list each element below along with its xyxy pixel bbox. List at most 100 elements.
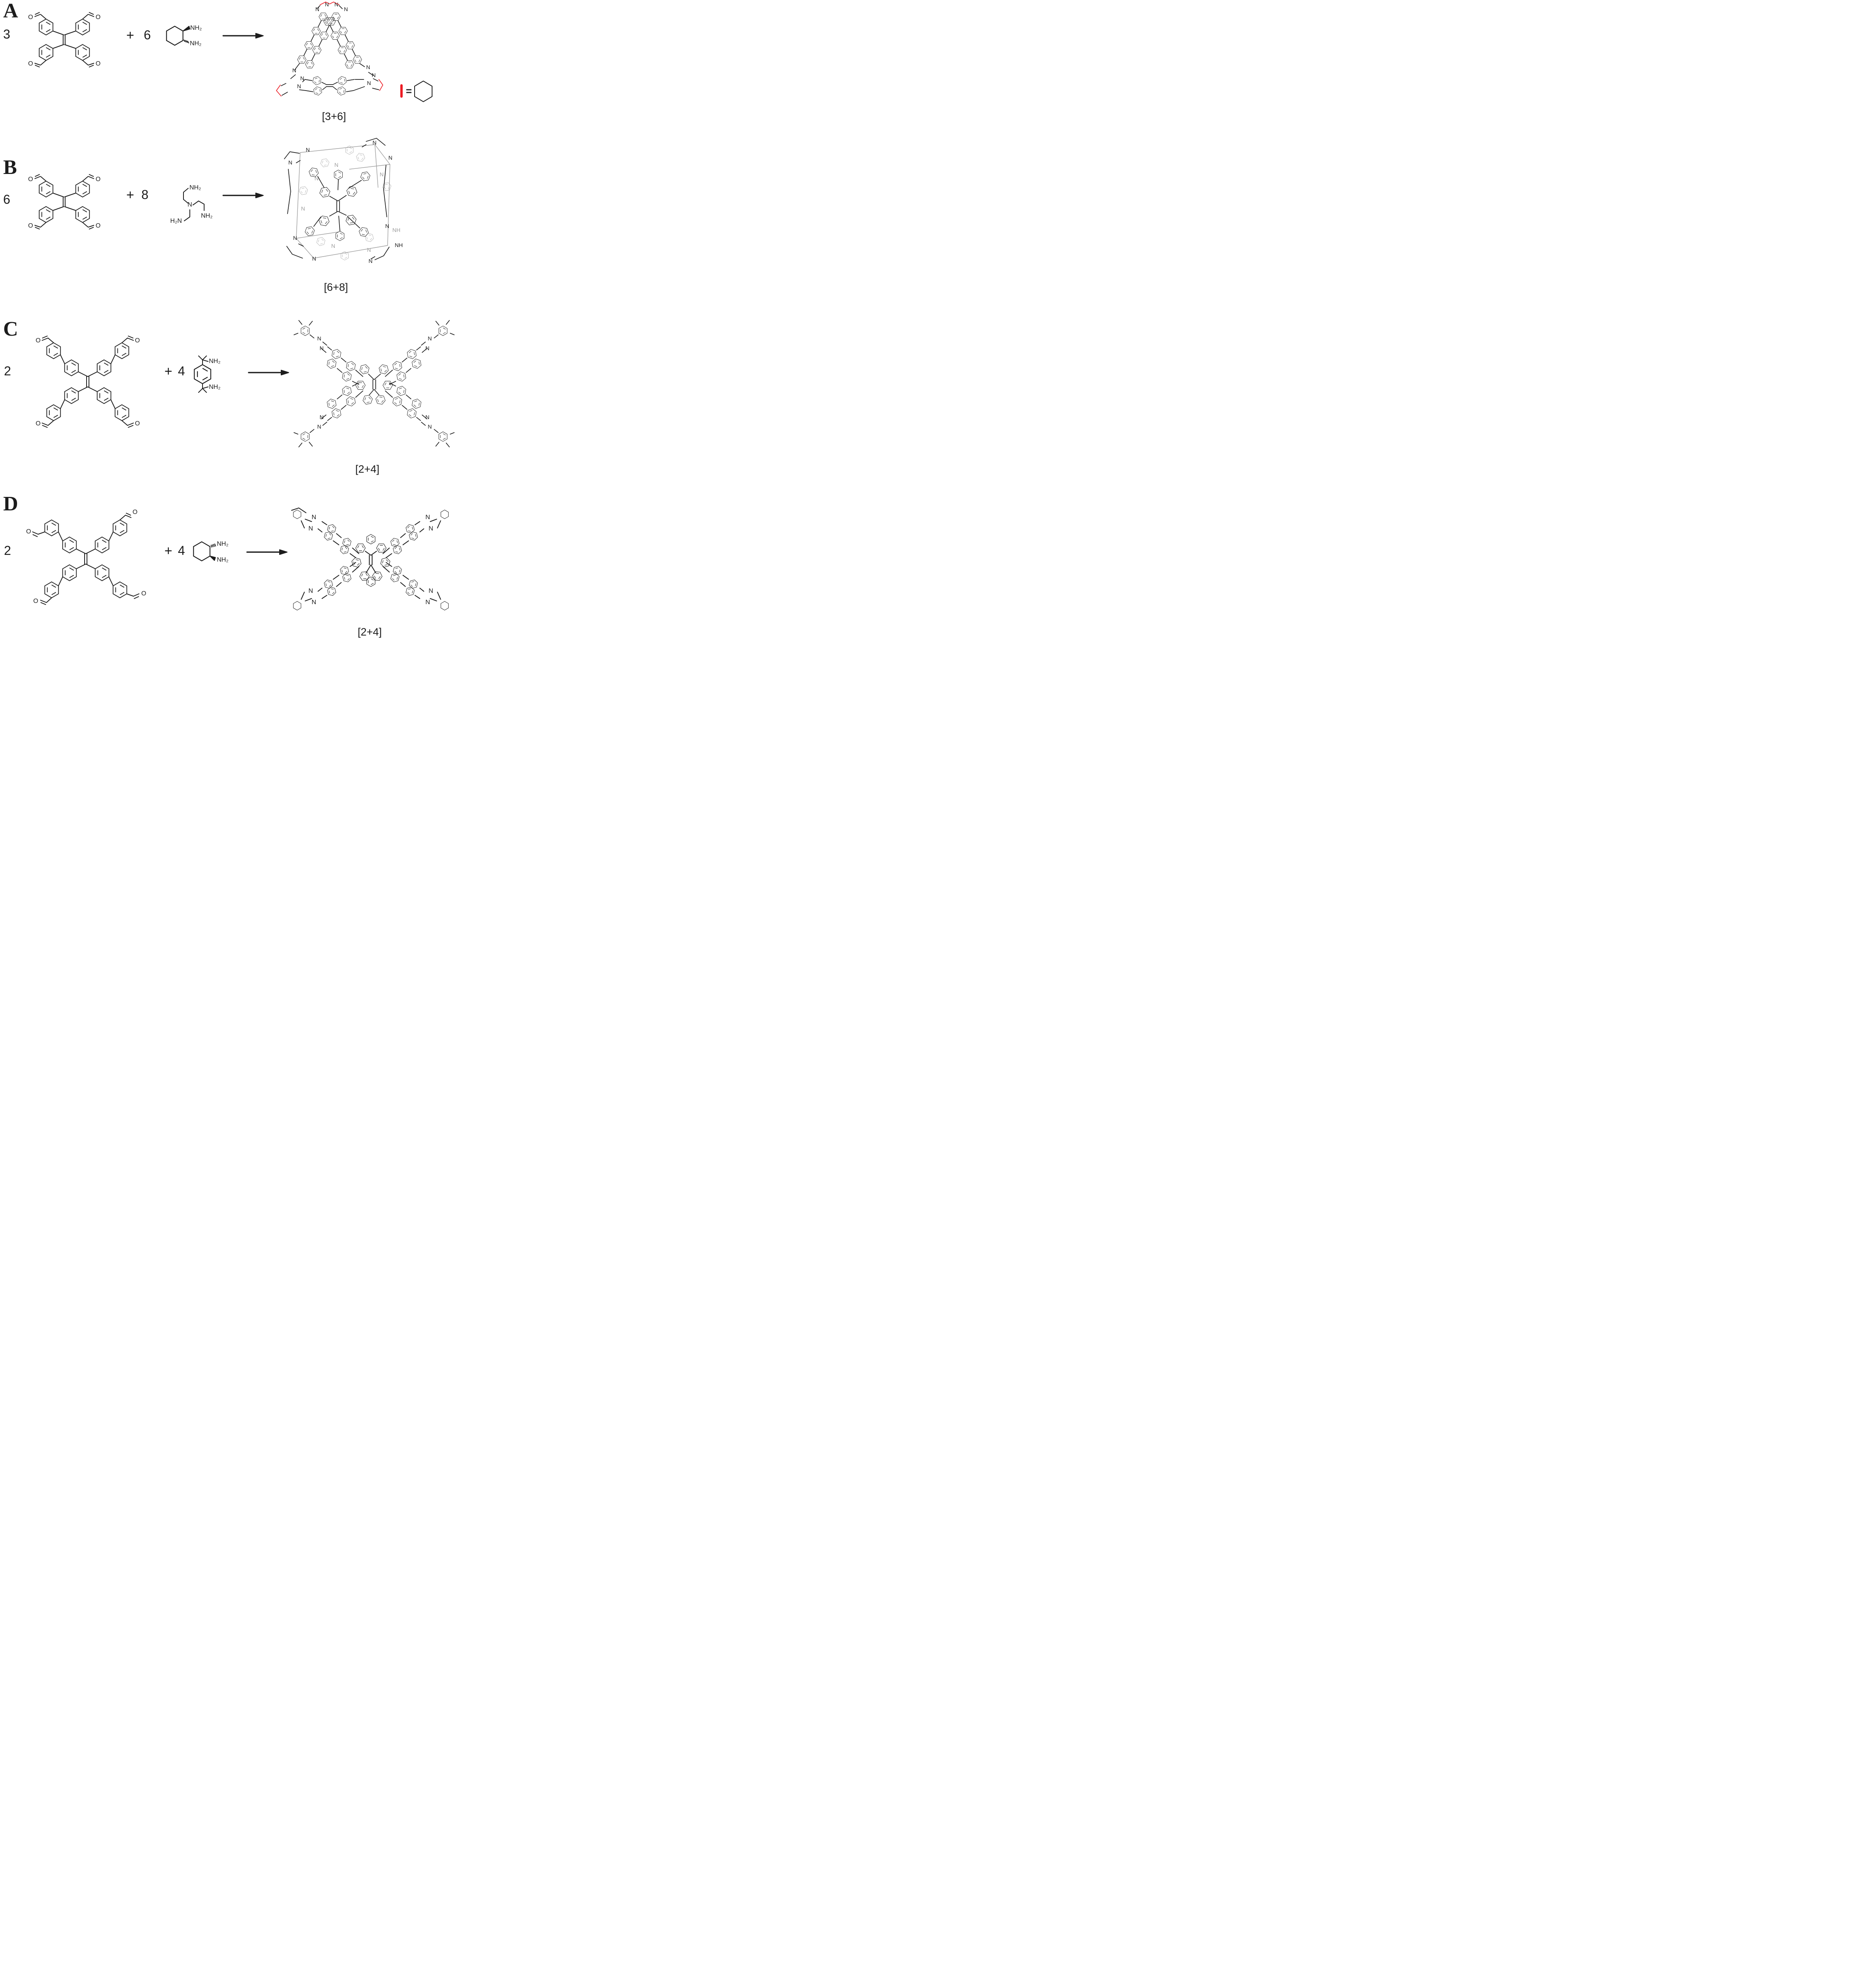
oxygen-label: O: [36, 420, 41, 427]
n-label: N: [385, 223, 389, 229]
hash-bond: [210, 543, 216, 548]
nh2-label: NH₂: [209, 384, 220, 390]
n-label: N: [312, 514, 317, 521]
amine-structure-b: N NH₂ NH₂ H₂N: [170, 184, 213, 224]
n-label: N: [300, 75, 304, 81]
aldehyde-coefficient-a: 3: [3, 27, 10, 41]
oxygen-label: O: [33, 598, 38, 605]
product-structure-c: N N N N N N N N: [283, 308, 465, 459]
n-label: N: [425, 414, 429, 420]
amine-coefficient-a: 6: [144, 28, 151, 42]
reaction-arrow-c: [248, 370, 289, 375]
amine-coefficient-d: 4: [178, 543, 185, 558]
n-label: N: [425, 345, 429, 351]
nh2-label: NH₂: [201, 213, 212, 219]
panel-a-label: A: [3, 0, 18, 22]
plus-sign-b: +: [126, 187, 134, 203]
aldehyde-structure-d: O O O O: [26, 509, 146, 605]
n-label: N: [309, 587, 313, 595]
aldehyde-structure-a: [17, 10, 111, 69]
hash-bond: [183, 39, 189, 44]
nh2-label: NH₂: [217, 541, 228, 547]
n-label: N: [334, 1, 338, 8]
n-label: N: [187, 201, 192, 208]
oxygen-label: O: [135, 337, 140, 344]
n-label: N: [428, 525, 433, 532]
n-label: N: [388, 155, 392, 161]
n-label: N: [372, 72, 376, 78]
legend-equals: =: [406, 85, 412, 97]
oxygen-label: O: [133, 509, 137, 516]
nh-label: NH: [395, 242, 403, 248]
plus-sign-a: +: [126, 28, 134, 43]
oxygen-label: O: [26, 528, 31, 535]
nh2-label: NH₂: [209, 358, 220, 365]
n-label: N: [372, 139, 376, 146]
panel-d-label: D: [3, 493, 18, 515]
wedge-bond: [182, 26, 190, 31]
product-structure-b: N N N N N N NH N N N N N N N N NH: [284, 138, 403, 264]
n-label: N: [334, 162, 338, 168]
n-label: N: [320, 345, 324, 351]
n-label: N: [367, 247, 371, 253]
amine-structure-d: NH₂ NH₂: [193, 541, 228, 563]
legend-red-bond: [400, 84, 403, 98]
product-label-b: [6+8]: [324, 281, 348, 293]
n-label: N: [293, 235, 297, 241]
nh2-label: NH₂: [217, 556, 228, 563]
aldehyde-structure-c: O O O O: [36, 336, 140, 428]
n-label: N: [312, 599, 317, 606]
reaction-arrow-a: [222, 33, 264, 39]
n-label: N: [369, 258, 372, 264]
plus-sign-d: +: [164, 543, 172, 558]
n-label: N: [320, 414, 324, 420]
red-linker-right: [378, 79, 383, 91]
product-label-d: [2+4]: [357, 626, 382, 638]
n-label: N: [367, 80, 371, 86]
nh-label: NH: [392, 227, 400, 233]
n-label: N: [317, 423, 321, 430]
aldehyde-structure-b: [17, 172, 111, 231]
n-label: N: [297, 83, 301, 89]
n-label: N: [428, 335, 432, 342]
n-label: N: [380, 171, 384, 178]
red-linker-top: [320, 2, 340, 5]
figure-page: O O O O A 3 + 6 NH₂ NH₂: [0, 0, 469, 641]
reaction-arrow-b: [222, 193, 264, 198]
n-label: N: [344, 6, 348, 12]
nh2-label: NH₂: [190, 25, 202, 31]
n-label: N: [288, 159, 292, 166]
panel-b-label: B: [3, 156, 17, 179]
n-label: N: [428, 587, 433, 595]
n-label: N: [292, 67, 296, 73]
oxygen-label: O: [135, 420, 140, 427]
n-label: N: [312, 255, 316, 262]
oxygen-label: O: [141, 590, 146, 597]
aldehyde-coefficient-c: 2: [4, 364, 11, 378]
n-label: N: [315, 175, 318, 182]
n-label: N: [425, 599, 430, 606]
plus-sign-c: +: [164, 364, 172, 379]
h2n-label: H₂N: [170, 218, 182, 224]
n-label: N: [366, 64, 370, 70]
n-label: N: [315, 6, 319, 12]
product-label-c: [2+4]: [355, 463, 380, 475]
n-label: N: [306, 147, 310, 153]
n-label: N: [317, 335, 321, 342]
panel-c-label: C: [3, 318, 18, 340]
n-label: N: [309, 525, 313, 532]
wedge-bond: [209, 556, 216, 561]
amine-structure-c: NH₂ NH₂: [194, 355, 220, 393]
amine-coefficient-c: 4: [178, 364, 185, 378]
n-label: N: [331, 243, 335, 249]
n-label: N: [425, 514, 430, 521]
nh2-label: NH₂: [189, 184, 201, 191]
amine-structure-a: NH₂ NH₂: [166, 25, 202, 47]
aldehyde-coefficient-d: 2: [4, 543, 11, 558]
red-linker-left: [276, 85, 282, 97]
product-label-a: [3+6]: [322, 110, 346, 122]
n-label: N: [301, 205, 305, 212]
reaction-arrow-d: [246, 549, 288, 555]
oxygen-label: O: [36, 337, 41, 344]
product-structure-d: N N N N N N N N: [291, 507, 459, 624]
